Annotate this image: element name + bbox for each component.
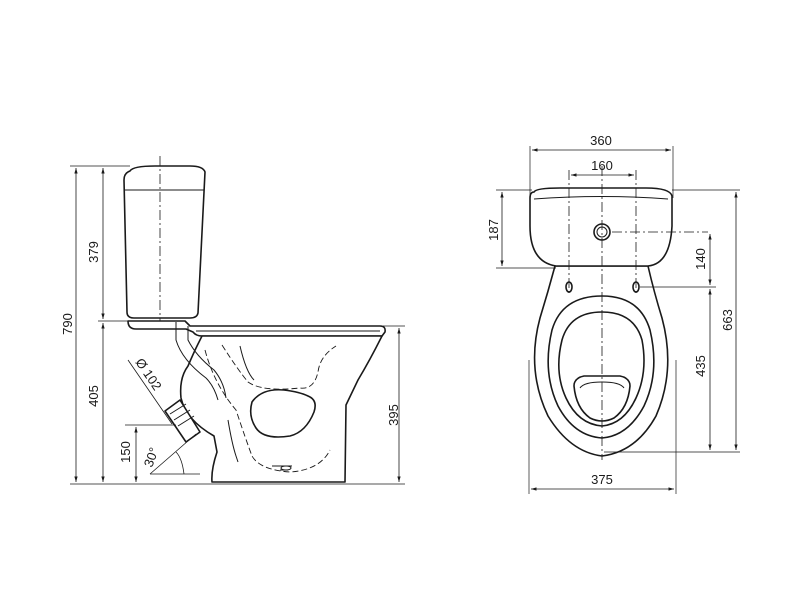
rim-side — [127, 320, 386, 337]
flush-pipe-b — [187, 326, 227, 399]
bowl-inner-line — [227, 419, 239, 463]
water-opening — [249, 388, 316, 438]
dim-diameter-line — [127, 359, 173, 425]
side-view: 790 379 405 395 150 Ø 102 30° — [60, 156, 405, 485]
dim-360-label: 360 — [590, 133, 612, 148]
dim-160-label: 160 — [591, 158, 613, 173]
drain-mark — [280, 465, 292, 471]
dim-187-label: 187 — [486, 219, 501, 241]
dim-790-label: 790 — [60, 313, 75, 335]
dim-435-label: 435 — [693, 355, 708, 377]
trap-hidden-lower — [204, 349, 331, 473]
angle-arc — [175, 451, 185, 475]
tank-top-edge — [533, 196, 669, 200]
dim-375-label: 375 — [591, 472, 613, 487]
outlet-spigot — [164, 399, 201, 443]
dim-150-label: 150 — [118, 441, 133, 463]
dim-663-label: 663 — [720, 309, 735, 331]
flush-pipe-a — [175, 322, 219, 401]
outlet-ribs — [169, 403, 195, 427]
dim-angle-label: 30° — [141, 445, 162, 469]
dim-379-label: 379 — [86, 241, 101, 263]
tank-side — [123, 165, 206, 319]
water-outlet-top — [573, 375, 631, 422]
dim-405-label: 405 — [86, 385, 101, 407]
bowl-inner-curve — [239, 345, 255, 381]
angle-ref-line — [149, 433, 197, 475]
dim-395-label: 395 — [386, 404, 401, 426]
dim-140-label: 140 — [693, 248, 708, 270]
top-view: 360 160 187 140 435 663 375 — [486, 133, 740, 494]
